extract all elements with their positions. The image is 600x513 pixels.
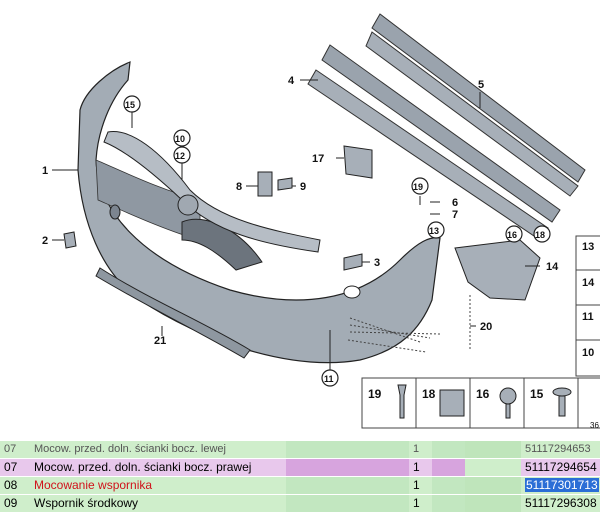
- callout-15: 15: [125, 100, 135, 110]
- legend-item-18: 18: [422, 387, 436, 401]
- part-2: [63, 231, 77, 249]
- row-name[interactable]: Mocowanie wspornika: [30, 476, 286, 495]
- callout-10: 10: [175, 134, 185, 144]
- callout-19: 19: [413, 182, 423, 192]
- selected-part-number[interactable]: 51117301713: [525, 478, 599, 492]
- table-row[interactable]: 08 Mocowanie wspornika 1 51117301713: [0, 476, 600, 495]
- callout-3: 3: [374, 257, 380, 269]
- table-row-partial[interactable]: 07 Mocow. przed. doln. ścianki bocz. lew…: [0, 441, 600, 459]
- panel-num-11: 11: [582, 311, 594, 323]
- callout-8: 8: [236, 181, 242, 193]
- row-qty: 1: [409, 458, 432, 477]
- row-name: Wspornik środkowy: [30, 494, 286, 513]
- group-lines-20: [347, 295, 471, 353]
- callout-13-circle: [427, 221, 445, 239]
- callout-11: 11: [324, 374, 334, 384]
- part-9: [277, 177, 293, 191]
- callout-6: 6: [452, 197, 458, 209]
- legend-item-19: 19: [368, 387, 382, 401]
- right-panel: 13 14 11 10: [575, 235, 600, 377]
- row-no: 09: [0, 494, 30, 513]
- bracket-rails: [307, 13, 586, 241]
- callout-7: 7: [452, 209, 458, 221]
- callout-2: 2: [42, 235, 48, 247]
- callout-18-circle: [533, 225, 551, 243]
- row-qty: 1: [409, 476, 432, 495]
- part-8: [257, 171, 273, 197]
- callout-12-circle: [173, 146, 191, 164]
- callout-19-circle: [411, 177, 429, 195]
- callout-14: 14: [546, 261, 559, 273]
- row-part-number[interactable]: 51117301713: [521, 476, 600, 495]
- callout-10-circle: [173, 129, 191, 147]
- callout-20: 20: [480, 321, 492, 333]
- row-no: 07: [0, 441, 30, 459]
- callout-4: 4: [288, 75, 295, 87]
- legend-item-16: 16: [476, 387, 490, 401]
- legend-item-15-icon: [552, 387, 572, 397]
- callout-12: 12: [175, 151, 185, 161]
- row-name: Mocow. przed. doln. ścianki bocz. lewej: [30, 441, 286, 459]
- panel-num-13: 13: [582, 241, 594, 253]
- panel-num-14: 14: [582, 277, 595, 289]
- part-17: [343, 145, 373, 179]
- row-name: Mocow. przed. doln. ścianki bocz. prawej: [30, 458, 286, 477]
- callout-11-circle: [321, 369, 339, 387]
- row-part-number: 51117294653: [521, 441, 600, 459]
- callout-17: 17: [312, 153, 324, 165]
- table-row[interactable]: 09 Wspornik środkowy 1 51117296308: [0, 494, 600, 513]
- callout-13: 13: [429, 226, 439, 236]
- legend-item-18-icon: [439, 389, 465, 417]
- parts-diagram: 1 2 3 4 5 6 7 8 9 10 12 11 13 14 15 16 1…: [42, 13, 600, 430]
- legend-item-16-icon: [499, 387, 517, 405]
- callout-21: 21: [154, 335, 166, 347]
- part-3: [343, 253, 363, 271]
- callout-18: 18: [535, 230, 545, 240]
- upper-trim: [103, 131, 321, 253]
- row-qty: 1: [409, 494, 432, 513]
- callout-5: 5: [478, 79, 484, 91]
- legend-item-19-icon: [397, 384, 407, 419]
- callout-9: 9: [300, 181, 306, 193]
- panel-num-10: 10: [582, 347, 594, 359]
- legend-corner-text: 36: [590, 421, 599, 430]
- parts-table: 07 Mocow. przed. doln. ścianki bocz. lew…: [0, 441, 600, 513]
- callout-16-circle: [505, 225, 523, 243]
- callout-1: 1: [42, 165, 48, 177]
- side-bracket-14: [454, 239, 541, 301]
- row-no: 07: [0, 458, 30, 477]
- small-parts-legend: 19 18 16 15 36: [361, 377, 600, 430]
- row-part-number: 51117294654: [521, 458, 600, 477]
- row-qty: 1: [409, 441, 432, 459]
- row-part-number: 51117296308: [521, 494, 600, 513]
- lower-strip: [95, 267, 251, 359]
- legend-item-15: 15: [530, 387, 544, 401]
- callout-16: 16: [507, 230, 517, 240]
- leaders: [52, 79, 540, 370]
- callout-15-circle: [123, 95, 141, 113]
- table-row[interactable]: 07 Mocow. przed. doln. ścianki bocz. pra…: [0, 458, 600, 477]
- row-no: 08: [0, 476, 30, 495]
- callouts: 1 2 3 4 5 6 7 8 9 10 12 11 13 14 15 16 1…: [42, 75, 559, 387]
